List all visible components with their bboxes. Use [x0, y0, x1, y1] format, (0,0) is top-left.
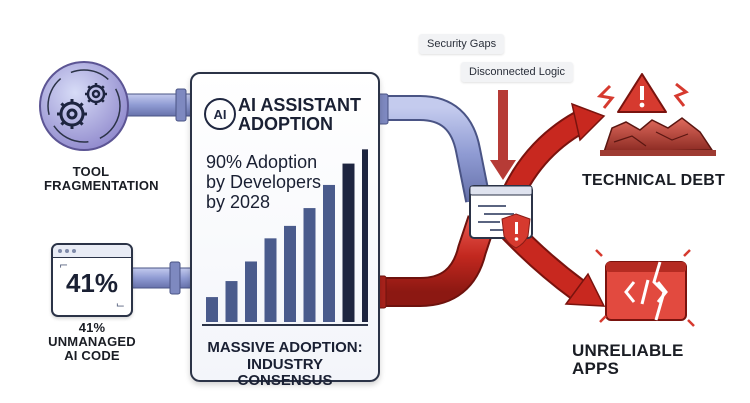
unmanaged-code-label: 41% UNMANAGED AI CODE [48, 320, 136, 364]
disconnected-logic-tag: Disconnected Logic [461, 62, 574, 82]
security-gaps-tag: Security Gaps [419, 34, 505, 54]
broken-app-icon [595, 249, 695, 327]
rubble-icon [600, 117, 716, 156]
shield-warning-icon [501, 213, 531, 249]
tool-fragmentation-label: TOOL FRAGMENTATION [44, 164, 159, 194]
issue-arrow [490, 90, 516, 180]
panel-title: AI ASSISTANT ADOPTION [238, 95, 362, 134]
adoption-bar [206, 297, 218, 322]
pipe-red-curve [375, 215, 497, 309]
pipe-blue-curve [376, 93, 491, 203]
technical-debt-label: TECHNICAL DEBT [582, 172, 725, 189]
adoption-bar [264, 238, 277, 322]
adoption-bar [362, 149, 368, 322]
adoption-bars [206, 149, 368, 322]
panel-divider [202, 324, 368, 326]
warning-triangle-icon [596, 73, 689, 113]
bracket-icon: ⌙ [115, 298, 125, 311]
unmanaged-code-percent: 41% [65, 268, 119, 298]
adoption-bar [323, 184, 335, 322]
unmanaged-code-card: ⌐ ⌙ 41% [51, 243, 133, 317]
unreliable-apps-label: UNRELIABLE APPS [572, 341, 684, 379]
adoption-bar [342, 163, 355, 322]
ai-badge: AI [204, 98, 236, 130]
panel-footer: MASSIVE ADOPTION: INDUSTRY CONSENSUS [207, 339, 363, 389]
adoption-bar [225, 281, 238, 322]
pipe-bottom-left [127, 261, 193, 295]
adoption-bar [303, 208, 316, 322]
bracket-icon: ⌐ [59, 259, 69, 272]
gears-icon [39, 61, 129, 151]
adoption-panel: AI AI ASSISTANT ADOPTION 90% Adoption by… [190, 72, 380, 389]
adoption-stat: 90% Adoption by Developers by 2028 [206, 152, 322, 213]
adoption-bar [245, 261, 257, 322]
adoption-bar [284, 225, 296, 322]
